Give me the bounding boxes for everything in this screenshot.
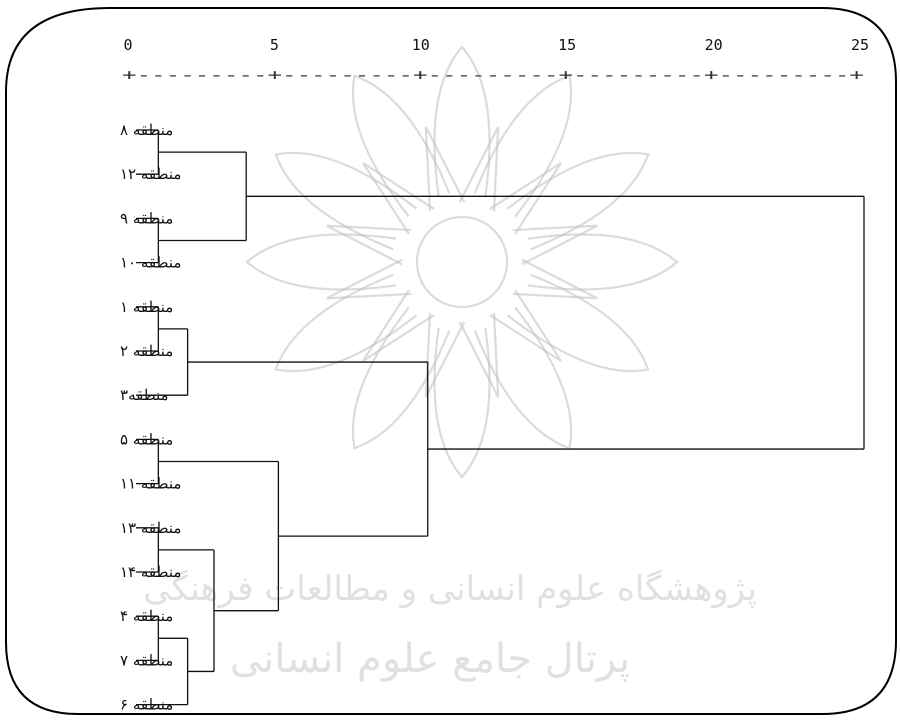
watermark-petal	[351, 306, 451, 450]
watermark-inner-petal	[458, 126, 500, 212]
x-tick-label: 25	[851, 36, 869, 54]
dendrogram-links	[136, 129, 865, 706]
leaf-label: منطقه۳	[120, 386, 169, 404]
leaf-label: منطقه ۵	[120, 430, 173, 448]
figure-frame	[5, 7, 897, 715]
watermark-petal	[433, 45, 491, 197]
leaf-label: منطقه ۱۴	[120, 563, 181, 581]
watermark-petal	[473, 306, 573, 450]
watermark-petal	[506, 273, 650, 373]
x-tick-label: 5	[270, 36, 279, 54]
watermark-text-line2: پرتال جامع علوم انسانی	[230, 636, 631, 682]
leaf-label: منطقه ۱۱	[120, 475, 181, 493]
leaf-label: منطقه ۹	[120, 209, 173, 227]
watermark-petal	[274, 273, 418, 373]
leaf-label: منطقه ۲	[120, 342, 173, 360]
watermark-text-line1: پژوهشگاه علوم انسانی و مطالعات فرهنگی	[143, 569, 757, 609]
watermark-petal	[433, 327, 491, 479]
x-tick-label: 20	[705, 36, 723, 54]
x-axis: 0 5 10 15 20 25 +---------+---------+---------…	[122, 36, 869, 84]
watermark-inner-petal	[326, 258, 412, 300]
leaf-label: منطقه ۱۰	[120, 254, 181, 272]
watermark-inner-petal	[362, 289, 435, 362]
watermark-petal	[274, 151, 418, 251]
watermark-petal	[527, 233, 679, 291]
leaf-labels: منطقه ۸ منطقه ۱۲ منطقه ۹ منطقه ۱۰ منطقه ۱ منط…	[120, 121, 181, 714]
x-tick-label: 0	[123, 36, 132, 54]
leaf-label: منطقه ۱۲	[120, 165, 181, 183]
watermark-center	[415, 215, 509, 309]
leaf-label: منطقه ۴	[120, 607, 173, 625]
leaf-label: منطقه ۷	[120, 651, 173, 669]
leaf-label: منطقه ۱	[120, 298, 173, 316]
watermark-inner-petal	[326, 224, 412, 266]
watermark-inner-petal	[362, 162, 435, 235]
leaf-label: منطقه ۶	[120, 696, 173, 714]
watermark-petal	[473, 74, 573, 218]
watermark-inner-petal	[489, 162, 562, 235]
x-tick-label: 15	[558, 36, 576, 54]
watermark-rosette	[245, 45, 679, 479]
leaf-label: منطقه ۱۳	[120, 519, 181, 537]
leaf-label: منطقه ۸	[120, 121, 173, 139]
watermark-petal	[351, 74, 451, 218]
x-axis-rule: +---------+---------+---------+---------…	[122, 66, 864, 84]
x-tick-label: 10	[412, 36, 430, 54]
watermark-inner-petal	[424, 312, 466, 398]
watermark-petal	[506, 151, 650, 251]
watermark-inner-petal	[512, 224, 598, 266]
watermark-inner-petal	[458, 312, 500, 398]
watermark-petal	[245, 233, 397, 291]
watermark-inner-petal	[489, 289, 562, 362]
watermark-inner-petal	[512, 258, 598, 300]
watermark-inner-petal	[424, 126, 466, 212]
